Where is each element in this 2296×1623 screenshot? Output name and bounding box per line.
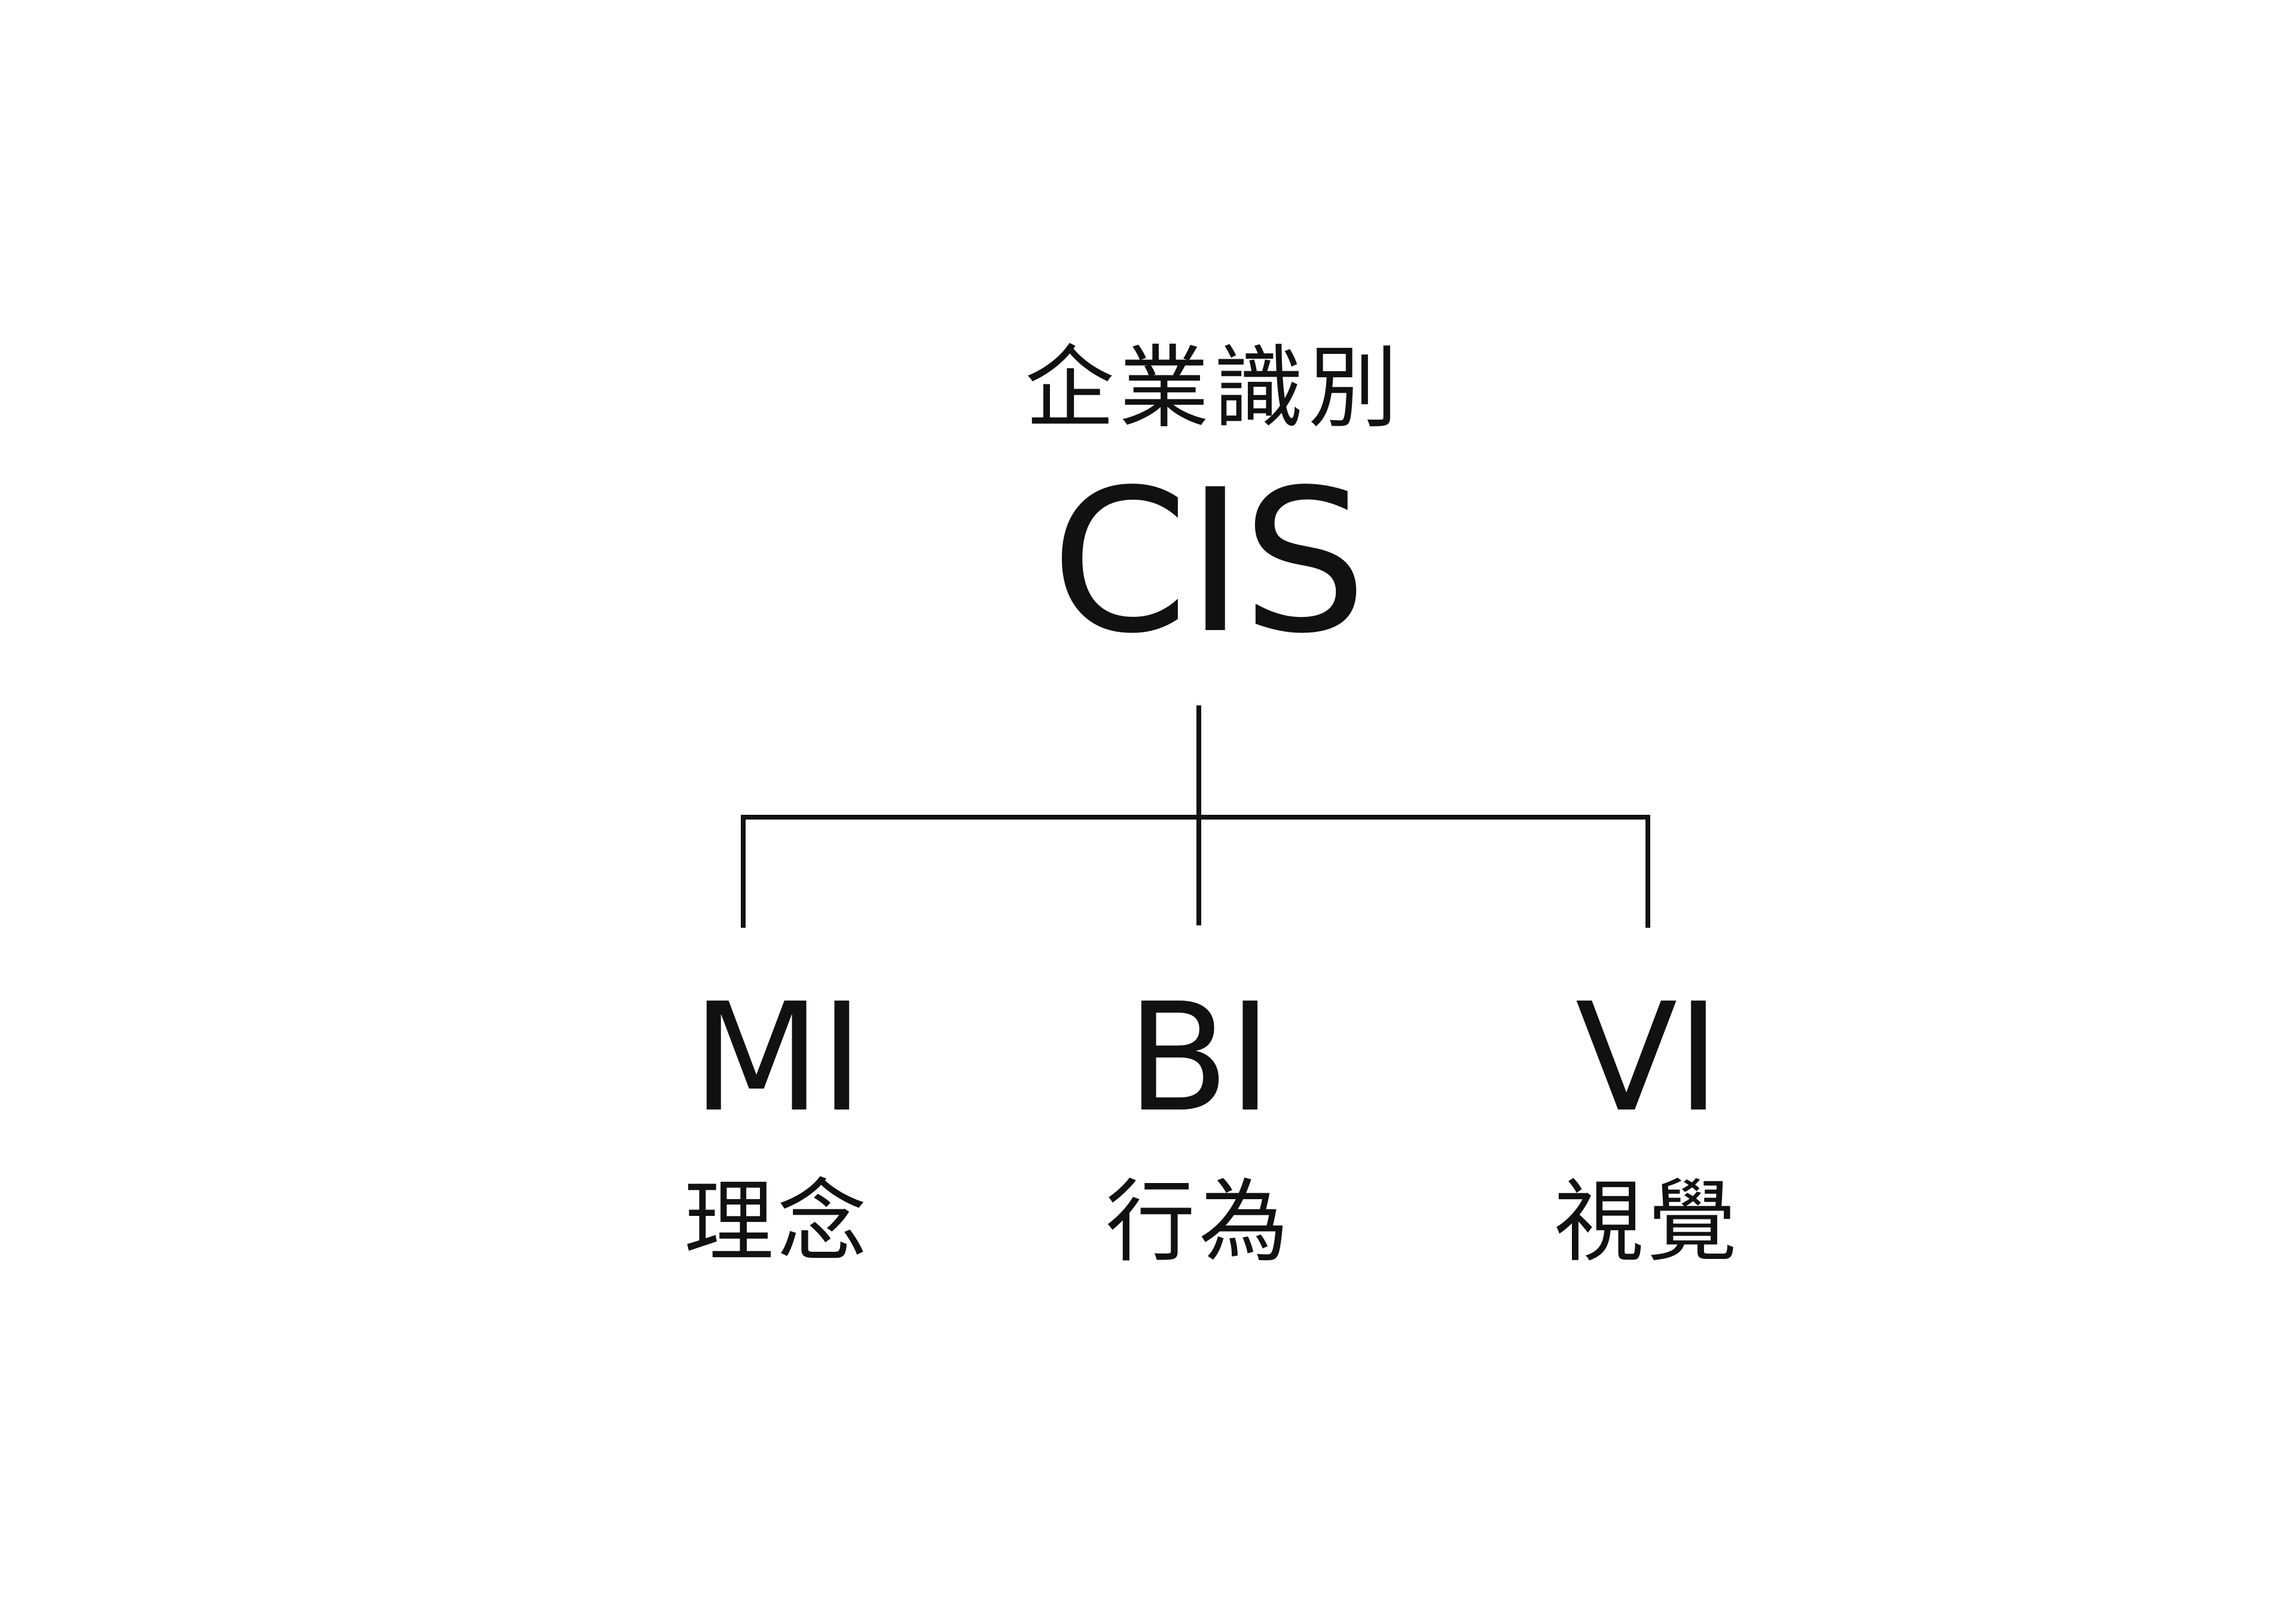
node-bi-code: BI [1126,971,1272,1145]
node-bi-label: 行為 [1105,1170,1292,1274]
node-vi-label: 視覺 [1553,1170,1741,1274]
node-vi-code: VI [1575,971,1721,1145]
node-mi-label: 理念 [683,1170,871,1274]
root-title-acronym: CIS [1051,447,1367,677]
root-title-chinese: 企業識別 [1024,337,1403,441]
node-mi-code: MI [692,971,863,1145]
